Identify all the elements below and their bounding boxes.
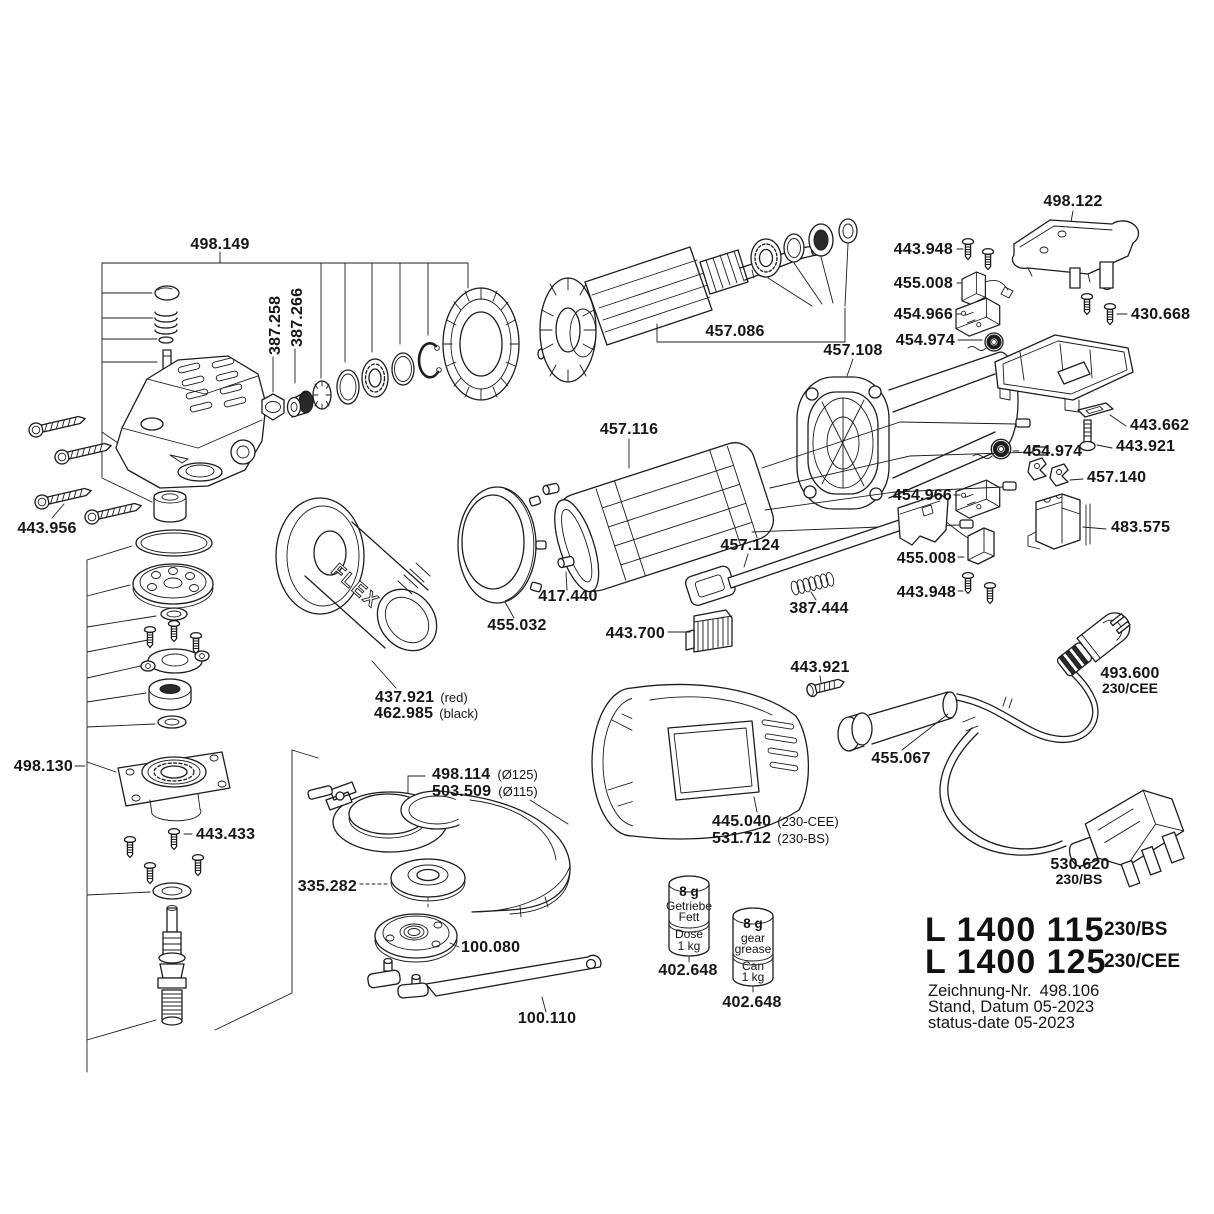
drawing-number-line: Zeichnung-Nr.498.106 (928, 982, 1099, 1000)
part-label-462985: 462.985(black) (374, 705, 478, 722)
can2-name-line2: grease (735, 942, 772, 956)
part-label-455032: 455.032 (487, 617, 546, 634)
power-cord-bs-drawing (939, 716, 1185, 888)
can2-container-line1: Can (742, 959, 764, 973)
part-label-443700: 443.700 (606, 625, 665, 642)
motor-shell-drawing (591, 683, 810, 840)
guard-drawing (307, 775, 571, 918)
title-block: L 1400 115 230/BS L 1400 125 230/CEE Zei… (925, 911, 1180, 1032)
part-label-457108: 457.108 (823, 342, 882, 359)
housing-screws-drawing (26, 411, 144, 527)
baffle-ring-drawing (457, 482, 575, 619)
part-label-100080: 100.080 (461, 939, 520, 956)
part-label-454974-mid: 454.974 (1023, 443, 1082, 460)
part-label-443662: 443.662 (1130, 417, 1189, 434)
can1-name-line2: Fett (679, 910, 700, 924)
motor-housing-drawing (796, 334, 1134, 605)
date-line-en: status-date 05-2023 (928, 1014, 1075, 1032)
part-label-457116: 457.116 (600, 421, 658, 438)
part-label-443921-mid: 443.921 (790, 659, 849, 676)
power-cord-cee-drawing (955, 612, 1131, 743)
part-label-498149: 498.149 (190, 236, 249, 253)
part-label-387258: 387.258 (267, 296, 284, 355)
part-label-417440: 417.440 (538, 588, 597, 605)
part-label-455008-top: 455.008 (894, 275, 953, 292)
part-label-530620: 530.620 (1050, 856, 1109, 873)
part-label-443956: 443.956 (17, 520, 76, 537)
part-label-455067: 455.067 (871, 750, 930, 767)
model-name-2: L 1400 125 (925, 943, 1106, 981)
part-label-443921-right: 443.921 (1116, 438, 1175, 455)
stator-drawing (554, 418, 1048, 593)
part-labels: 498.149 387.258 387.266 443.956 457.086 … (14, 193, 1190, 1027)
model-name-1: L 1400 115 (925, 911, 1105, 949)
part-label-437921: 437.921(red) (375, 689, 468, 706)
switch-plate-assembly-drawing (955, 210, 1140, 353)
part-label-457140: 457.140 (1087, 469, 1146, 486)
can1-container-line2: 1 kg (678, 939, 701, 953)
part-label-498114: 498.114(Ø125) (432, 766, 538, 783)
spindle-flange-group-drawing (74, 529, 319, 1073)
date-line-de: Stand, Datum 05-2023 (928, 998, 1094, 1016)
part-label-443948-mid: 443.948 (897, 584, 956, 601)
can1-weight: 8 g (679, 884, 699, 899)
part-label-455008-mid: 455.008 (897, 550, 956, 567)
part-label-493600-variant: 230/CEE (1102, 680, 1158, 696)
part-label-503509: 503.509(Ø115) (432, 783, 538, 800)
part-label-387266: 387.266 (289, 288, 306, 347)
can2-name-line1: gear (741, 931, 765, 945)
gear-head-assembly-drawing (101, 251, 469, 523)
model-variant-2: 230/CEE (1104, 951, 1180, 972)
part-label-387444: 387.444 (789, 600, 848, 617)
flange-nut-wrench-drawing (359, 858, 602, 1013)
part-label-530620-variant: 230/BS (1056, 871, 1103, 887)
part-label-402648-b: 402.648 (722, 994, 781, 1011)
armature-drawing (537, 218, 858, 383)
part-label-498130: 498.130 (14, 758, 73, 775)
part-label-445040: 445.040(230-CEE) (712, 813, 839, 830)
part-label-483575: 483.575 (1111, 519, 1170, 536)
model-variant-1: 230/BS (1104, 919, 1167, 940)
switch-parts-drawing (667, 493, 949, 698)
part-label-498122: 498.122 (1043, 193, 1102, 210)
part-label-454974-top: 454.974 (896, 332, 955, 349)
part-label-443948-top: 443.948 (894, 241, 953, 258)
part-label-100110: 100.110 (518, 1010, 576, 1027)
part-label-457124: 457.124 (720, 537, 779, 554)
part-label-493600: 493.600 (1100, 665, 1159, 682)
grease-cans-drawing: 8 g Getriebe Fett Dose 1 kg 8 g gear gre… (658, 875, 781, 1011)
part-label-335282: 335.282 (298, 878, 357, 895)
rear-handle-drawing (837, 691, 958, 752)
can2-container-line2: 1 kg (742, 970, 765, 984)
can1-name-line1: Getriebe (666, 899, 712, 913)
part-label-454966-mid: 454.966 (893, 487, 952, 504)
can2-weight: 8 g (743, 916, 763, 931)
part-label-457086: 457.086 (705, 323, 764, 340)
can1-container-line1: Dose (675, 927, 703, 941)
part-label-430668: 430.668 (1131, 306, 1190, 323)
part-label-402648-a: 402.648 (658, 962, 717, 979)
part-label-443433: 443.433 (196, 826, 255, 843)
side-handle-drawing: FLEX (275, 497, 438, 689)
part-label-531712: 531.712(230-BS) (712, 830, 829, 847)
part-label-454966-top: 454.966 (894, 306, 953, 323)
spindle-small-parts-drawing (261, 287, 520, 421)
